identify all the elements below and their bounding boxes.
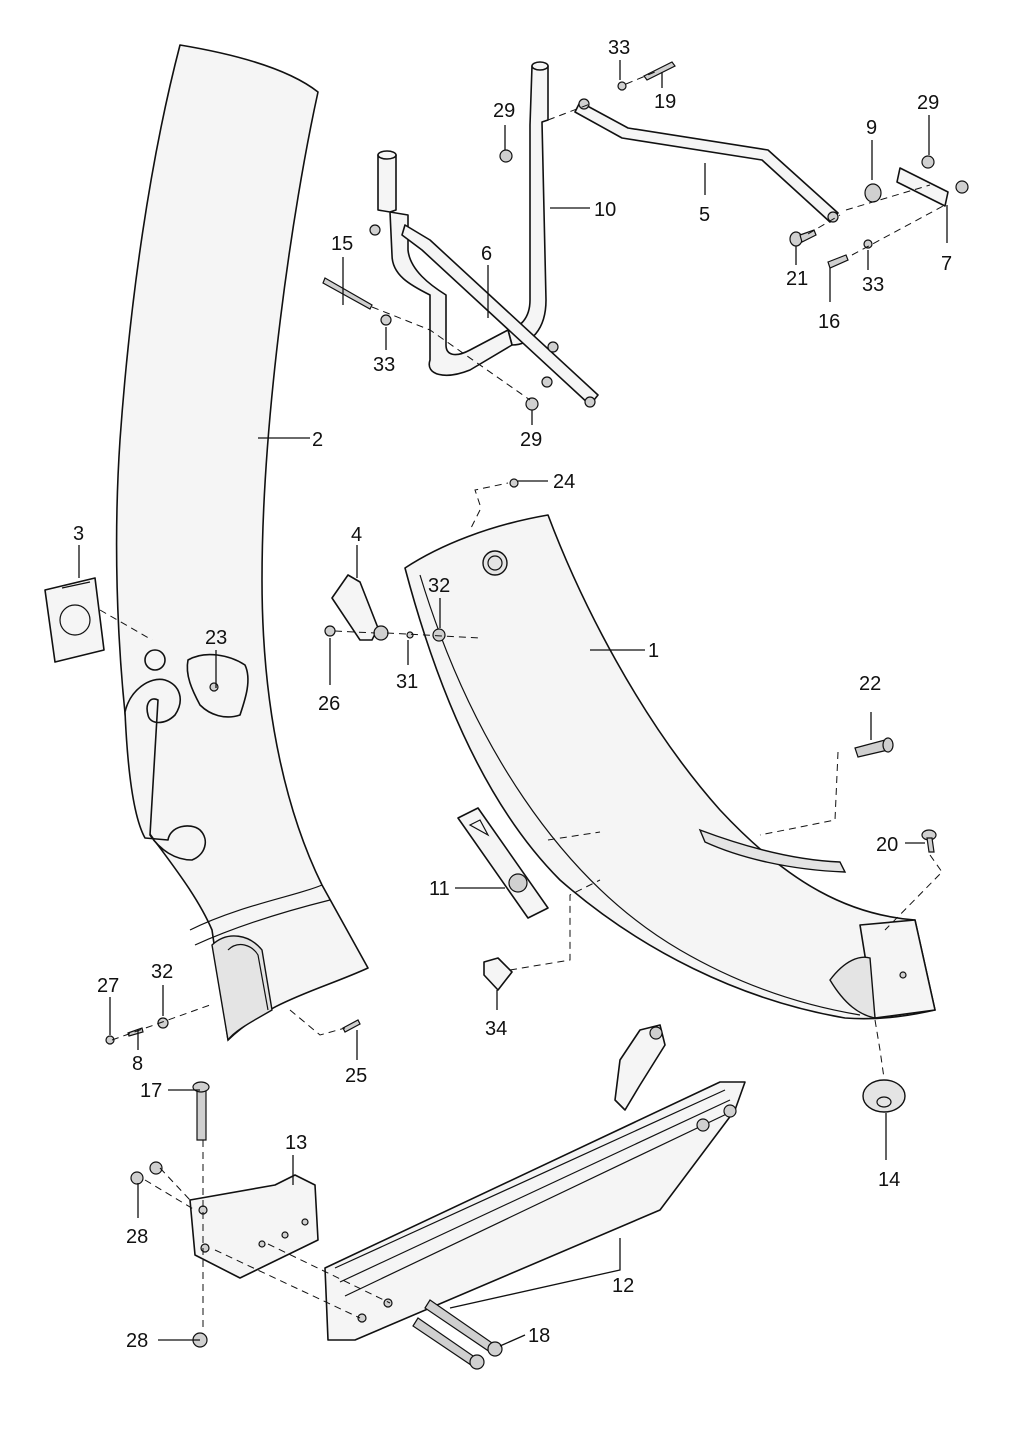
callout-33-left: 33 — [373, 354, 395, 376]
callout-29-right: 29 — [917, 92, 939, 114]
part-31-nut — [406, 631, 414, 639]
callout-26: 26 — [318, 693, 340, 715]
part-5-control-rod — [574, 98, 839, 223]
part-11-decal-plate — [457, 807, 549, 919]
part-7-bracket — [896, 167, 949, 207]
callout-1: 1 — [648, 640, 659, 662]
part-9-bushing — [864, 183, 882, 203]
callout-15: 15 — [331, 233, 353, 255]
callout-27: 27 — [97, 975, 119, 997]
part-12-base-frame — [324, 1024, 746, 1341]
callout-33-top: 33 — [608, 37, 630, 59]
part-26-washer — [324, 625, 336, 637]
callout-2: 2 — [312, 429, 323, 451]
callout-6: 6 — [481, 243, 492, 265]
callout-11: 11 — [429, 878, 450, 900]
washer-33-top — [617, 81, 627, 91]
leader-lines — [78, 60, 948, 1347]
bolt-16 — [827, 254, 849, 269]
callout-5: 5 — [699, 204, 710, 226]
nut-29-right — [921, 155, 935, 169]
callout-25: 25 — [345, 1065, 367, 1087]
pin-21 — [789, 229, 817, 247]
part-27-screw — [105, 1035, 115, 1045]
part-32-washer-lower — [157, 1017, 169, 1029]
part-4-lever — [331, 574, 389, 641]
assembly-lines — [99, 71, 946, 1330]
callout-9: 9 — [866, 117, 877, 139]
pin-19 — [643, 61, 676, 81]
bolt-15 — [322, 277, 373, 310]
nut-7-side — [955, 180, 969, 194]
part-2-upper-chute — [115, 44, 369, 1042]
callout-28-lower: 28 — [126, 1330, 148, 1352]
part-3-switch-box — [44, 577, 105, 663]
callout-labels: 1 2 3 4 5 6 7 8 9 10 11 12 13 14 15 16 1… — [73, 37, 952, 1352]
part-25-screw — [342, 1019, 361, 1033]
callout-19: 19 — [654, 91, 676, 113]
nut-28-upper — [130, 1171, 144, 1185]
callout-4: 4 — [351, 524, 362, 546]
callout-33-right: 33 — [862, 274, 884, 296]
callout-29-upper: 29 — [493, 100, 515, 122]
part-32-washer-upper — [432, 628, 446, 642]
part-34-clamp — [483, 957, 513, 991]
part-6-frame-plate — [369, 224, 599, 408]
callout-22: 22 — [859, 673, 881, 695]
part-14-knob — [862, 1079, 906, 1113]
callout-10: 10 — [594, 199, 616, 221]
part-1-lower-chute — [404, 514, 936, 1020]
callout-13: 13 — [285, 1132, 307, 1154]
bolt-22 — [854, 737, 894, 758]
washer-33-right — [863, 239, 873, 249]
callout-29-lower: 29 — [520, 429, 542, 451]
callout-3: 3 — [73, 523, 84, 545]
washer-33-left — [380, 314, 392, 326]
nut-29-upper — [499, 149, 513, 163]
callout-16: 16 — [818, 311, 840, 333]
part-24-screw — [509, 478, 519, 488]
callout-23: 23 — [205, 627, 227, 649]
callout-32-lower: 32 — [151, 961, 173, 983]
callout-24: 24 — [553, 471, 575, 493]
bolt-17 — [192, 1081, 210, 1141]
callout-8: 8 — [132, 1053, 143, 1075]
callout-32-upper: 32 — [428, 575, 450, 597]
nut-29-lower — [525, 397, 539, 411]
callout-21: 21 — [786, 268, 808, 290]
callout-28-upper: 28 — [126, 1226, 148, 1248]
washer-28-upper — [149, 1161, 163, 1175]
bolt-18 — [412, 1299, 503, 1370]
callout-7: 7 — [941, 253, 952, 275]
callout-34: 34 — [485, 1018, 507, 1040]
part-13-mount-bracket — [189, 1174, 319, 1279]
part-10-tube-frame — [377, 61, 549, 376]
callout-18: 18 — [528, 1325, 550, 1347]
callout-14: 14 — [878, 1169, 900, 1191]
callout-31: 31 — [396, 671, 418, 693]
bolt-20 — [921, 829, 937, 853]
callout-17: 17 — [140, 1080, 162, 1102]
callout-12: 12 — [612, 1275, 634, 1297]
callout-20: 20 — [876, 834, 898, 856]
